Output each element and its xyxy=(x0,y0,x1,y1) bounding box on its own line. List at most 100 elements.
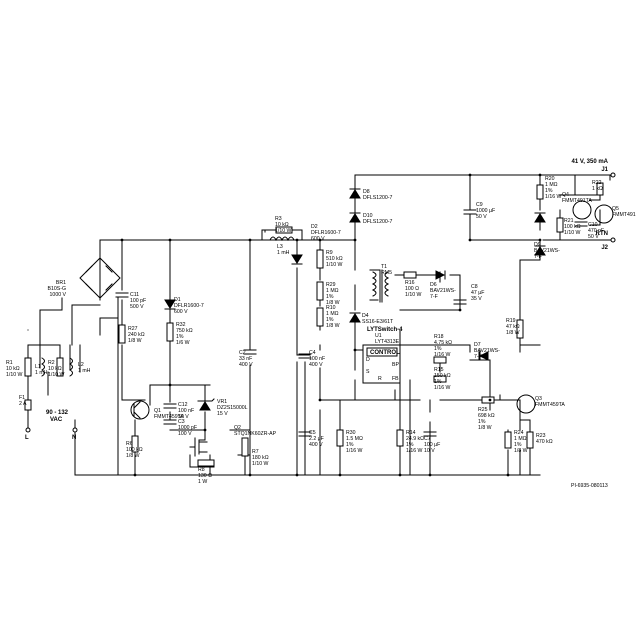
label-c5-line-0: C5 xyxy=(309,430,316,436)
label-d6-line-0: D6 xyxy=(430,282,437,288)
r2-body xyxy=(56,357,64,377)
r18-body xyxy=(433,356,447,364)
d2-diode-symbol xyxy=(291,254,303,264)
c8-capacitor-plates xyxy=(453,299,467,305)
label-r14-line-2: 1% xyxy=(406,442,414,448)
terminals xyxy=(25,172,616,477)
label-r7-line-0: R7 xyxy=(252,449,259,455)
label-r8-line-2: 1 W xyxy=(198,479,207,485)
label-r22-line-1: 1 kΩ xyxy=(592,186,603,192)
r3-body xyxy=(275,226,293,234)
label-c8-line-0: C8 xyxy=(471,284,478,290)
label-d1-line-0: D1 xyxy=(174,297,181,303)
output-return-terminal[interactable] xyxy=(610,237,616,243)
label-c7-line-2: 10 V xyxy=(424,448,435,454)
input-unit-label: VAC xyxy=(50,417,63,423)
label-r6-line-0: R6 xyxy=(126,441,133,447)
label-r30-line-1: 1.5 MΩ xyxy=(346,436,363,442)
label-r20-line-1: 1 MΩ xyxy=(545,182,558,188)
label-d2-line-1: DFLR1600-7 xyxy=(311,230,341,236)
input-line-terminal[interactable] xyxy=(25,427,31,433)
label-d10-line-0: D10 xyxy=(363,213,373,219)
label-r7-line-1: 180 kΩ xyxy=(252,455,269,461)
label-c7-line-0: C7 xyxy=(424,436,431,442)
d1-diode-symbol xyxy=(164,299,176,309)
d7-diode-symbol xyxy=(478,351,489,361)
q4-transistor-symbol xyxy=(572,200,592,220)
label-r2-line-2: 1/10 W xyxy=(48,372,65,378)
label-r9-line-1: 510 kΩ xyxy=(326,256,343,262)
label-d7-line-1: BAV21WS- xyxy=(474,348,500,354)
label-d10-line-1: DFLS1200-7 xyxy=(363,219,393,225)
input-neutral-terminal[interactable] xyxy=(72,427,78,433)
r22-body xyxy=(596,182,604,196)
label-t1-line-0: T1 xyxy=(381,264,387,270)
label-r1-line-0: R1 xyxy=(6,360,13,366)
t1-primary-winding xyxy=(371,271,377,297)
label-c11-line-0: C11 xyxy=(130,292,139,298)
label-l1-line-0: L1 xyxy=(35,364,41,370)
label-r3-line-1: 10 kΩ xyxy=(275,222,289,228)
label-q5-line-0: Q5 xyxy=(612,206,619,212)
r8-body xyxy=(197,459,215,467)
r21-body xyxy=(556,217,564,233)
output-positive-terminal[interactable] xyxy=(610,172,616,178)
label-q3-line-1: FMMT459TA xyxy=(535,402,565,408)
label-u1-line-1: LYT4313E xyxy=(375,339,400,345)
label-d6-line-2: 7-F xyxy=(430,294,438,300)
label-r14-line-0: R14 xyxy=(406,430,416,436)
r25-body xyxy=(481,396,495,404)
label-r16-line-1: 100 Ω xyxy=(405,286,419,292)
r7-body xyxy=(241,437,249,457)
r15-body xyxy=(433,375,447,383)
label-r14-line-1: 24.9 kΩ xyxy=(406,436,424,442)
fuse-f1-body xyxy=(24,399,32,411)
label-r1-line-2: 1/10 W xyxy=(6,372,23,378)
label-vr1-line-0: VR1 xyxy=(217,399,227,405)
label-d8-line-0: D8 xyxy=(363,189,370,195)
label-c9-line-2: 50 V xyxy=(476,214,487,220)
label-r6-line-1: 100 kΩ xyxy=(126,447,143,453)
r24-body xyxy=(504,431,512,449)
label-d7-line-0: D7 xyxy=(474,342,481,348)
label-d8-line-1: DFLS1200-7 xyxy=(363,195,393,201)
label-r29-line-2: 1% xyxy=(326,294,334,300)
label-c4-line-0: C4 xyxy=(309,350,316,356)
label-c2-line-2: 400 V xyxy=(239,362,253,368)
label-vr1-line-1: DZ2S15000L xyxy=(217,405,248,411)
label-c2-line-1: 33 nF xyxy=(239,356,252,362)
label-c3-line-2: 100 V xyxy=(178,431,192,437)
c3-capacitor-plates xyxy=(163,419,177,425)
label-d7-line-2: 7-F xyxy=(474,354,482,360)
label-c11-line-2: 500 V xyxy=(130,304,144,310)
q1-transistor-symbol xyxy=(130,400,150,420)
r14-body xyxy=(396,429,404,447)
label-r15-line-1: 150 kΩ xyxy=(434,373,451,379)
r23-body xyxy=(526,431,534,449)
annotation-labels: 41 V, 350 mA J1 RTN J2 90 - 132 VAC L N … xyxy=(25,159,609,489)
label-r20-line-0: R20 xyxy=(545,176,555,182)
output-voltage-label: 41 V, 350 mA xyxy=(572,159,609,165)
label-r24-line-2: 1% xyxy=(514,442,522,448)
label-c5-line-2: 400 V xyxy=(309,442,323,448)
c5-capacitor-plates xyxy=(298,431,312,437)
c9-capacitor-plates xyxy=(463,209,477,215)
label-c2-line-0: C2 xyxy=(239,350,246,356)
label-l3-line-0: L3 xyxy=(277,244,283,250)
terminal-n-label: N xyxy=(72,435,76,441)
label-d4-line-1: SS16-E3/61T xyxy=(362,319,394,325)
label-r14-line-3: 1/16 W xyxy=(406,448,423,454)
r27-body xyxy=(118,324,126,344)
label-q4-line-0: Q4 xyxy=(562,192,569,198)
label-u1-line-0: U1 xyxy=(375,333,382,339)
t1-secondary-winding xyxy=(384,271,390,297)
l2-inductor-body xyxy=(69,357,73,377)
label-r19-line-1: 47 kΩ xyxy=(506,324,520,330)
label-q3-line-0: Q3 xyxy=(535,396,542,402)
label-r32-line-0: R32 xyxy=(176,322,186,328)
c4-capacitor-plates xyxy=(298,353,312,359)
label-r23-line-0: R23 xyxy=(536,433,546,439)
r29-body xyxy=(316,281,324,301)
label-r25-line-0: R25 xyxy=(478,407,488,413)
d6-diode-symbol xyxy=(435,270,446,280)
